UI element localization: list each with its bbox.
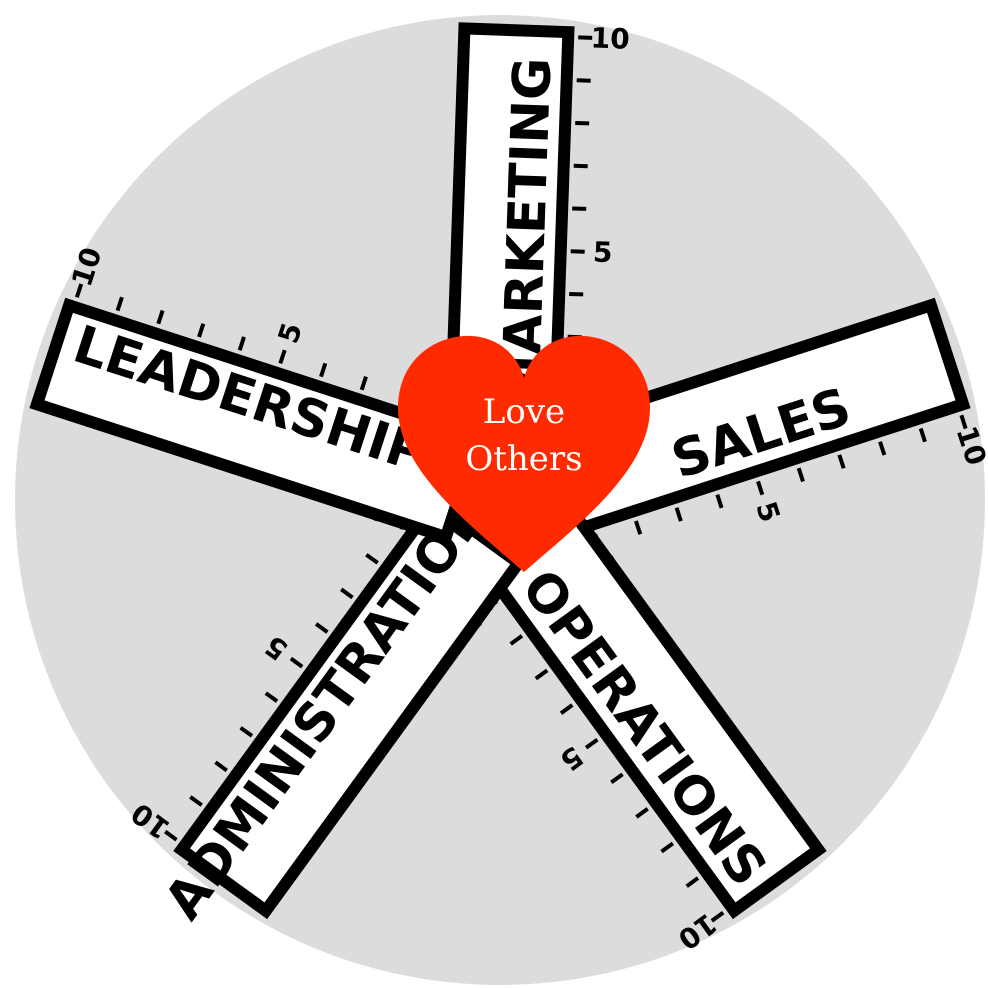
arm-tick-sales [796,467,805,483]
arm-tick-administration [289,656,304,669]
arm-tick-marketing [573,163,588,169]
arm-tick-sales [715,493,724,509]
arm-tick-sales [634,520,643,535]
center-heart: Love Others [398,335,650,572]
arm-tick-administration [340,587,354,600]
arm-tick-administration [365,553,379,565]
arm-tick-operations [509,634,524,646]
arm-tick-administration [264,691,279,703]
arm-tick-administration [214,760,228,773]
arm-tick-marketing [570,249,585,254]
arm-tick-marketing [576,78,591,83]
arm-tick-leadership [319,362,328,378]
arm-tick-leadership [156,309,165,325]
arm-tick-operations [610,772,624,785]
arm-tick-operations [660,841,675,854]
arm-tick-leadership [359,375,368,391]
arm-tick-operations [534,668,549,681]
heart-text-line2: Others [465,439,582,479]
arm-tick-operations [685,876,700,888]
arm-tick-administration [239,726,254,738]
arm-tick-sales [756,480,765,496]
arm-tick-operations [584,737,599,750]
arm-tick-operations [559,703,574,715]
arm-tick-leadership [278,349,287,365]
arm-tick-leadership [115,296,124,312]
arm-tick-sales [918,427,927,443]
arm-tick-sales [674,507,683,522]
arm-box-administration [173,493,527,920]
arm-tick-leadership [237,336,246,351]
arm-tick-leadership [74,283,84,298]
arm-tick-operations [710,910,725,923]
arm-tick-administration [189,795,203,807]
arm-scale-label-marketing: 5 [592,235,613,269]
arm-tick-administration [164,829,178,842]
arm-tick-sales [837,454,846,469]
arm-tick-marketing [578,35,593,40]
heart-icon [398,335,650,572]
arm-tick-operations [635,807,649,819]
arm-tick-sales [878,441,887,456]
arm-tick-administration [314,622,329,634]
heart-text-line1: Love [483,392,565,432]
arm-tick-sales [959,414,968,430]
arm-scale-label-marketing: 10 [590,21,630,55]
arm-tick-leadership [197,323,206,338]
